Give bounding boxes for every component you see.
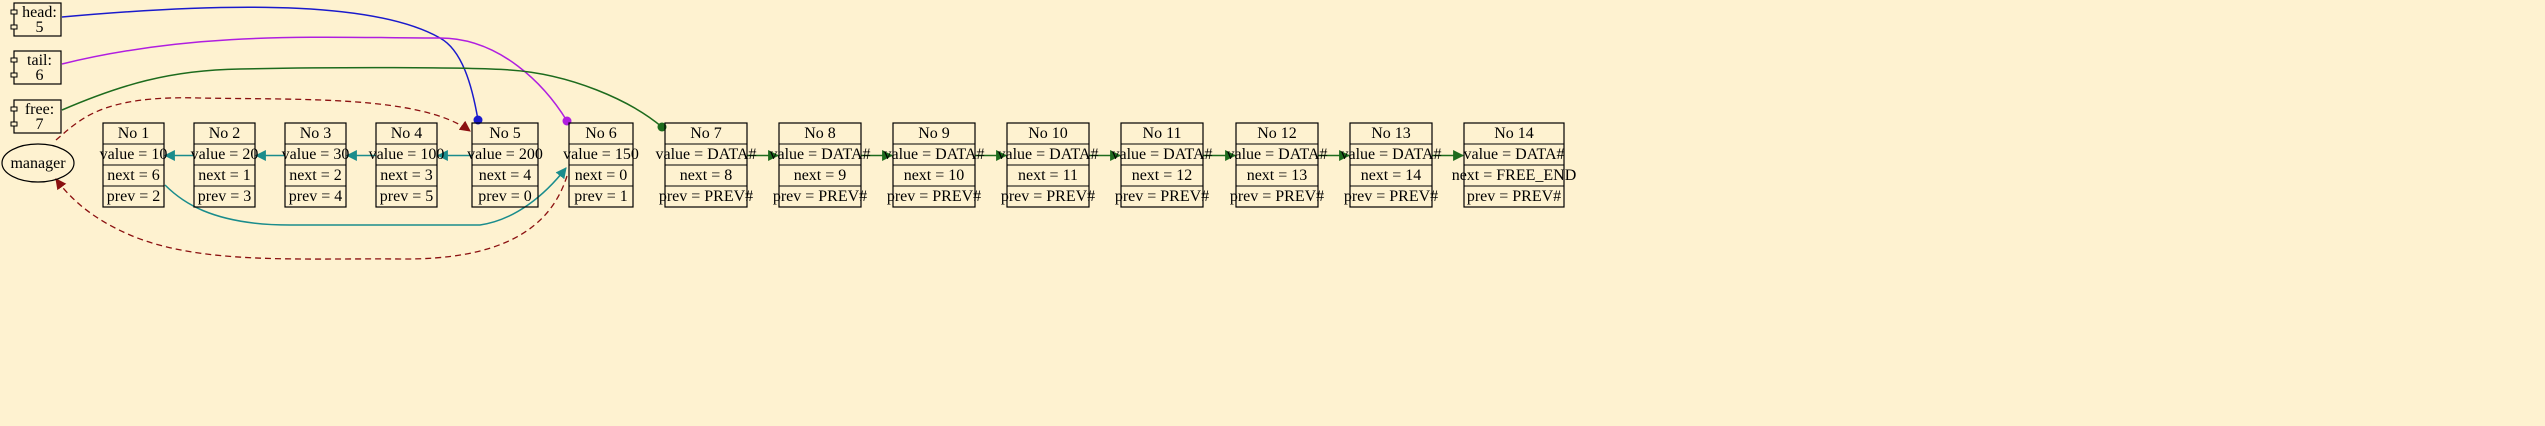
node-title: No 4 bbox=[391, 125, 423, 142]
pointer-value: 7 bbox=[36, 116, 44, 133]
no1-to-no6-edge bbox=[164, 167, 567, 226]
node-prev: prev = 5 bbox=[380, 188, 433, 205]
node-title: No 6 bbox=[585, 125, 617, 142]
node-title: No 12 bbox=[1257, 125, 1297, 142]
node-prev: prev = PREV# bbox=[659, 188, 753, 205]
node-prev: prev = PREV# bbox=[887, 188, 981, 205]
node-next: next = 1 bbox=[198, 167, 251, 184]
node-title: No 2 bbox=[209, 125, 241, 142]
node-next: next = 12 bbox=[1132, 167, 1193, 184]
node-prev: prev = PREV# bbox=[1230, 188, 1324, 205]
node-title: No 9 bbox=[918, 125, 950, 142]
node-value: value = 20 bbox=[191, 146, 259, 163]
node-prev: prev = PREV# bbox=[1115, 188, 1209, 205]
node-prev: prev = 3 bbox=[198, 188, 251, 205]
list-node-5: No 5 value = 200 next = 4 prev = 0 bbox=[467, 122, 543, 208]
node-prev: prev = PREV# bbox=[1001, 188, 1095, 205]
node-title: No 10 bbox=[1028, 125, 1068, 142]
list-node-3: No 3 value = 30 next = 2 prev = 4 bbox=[282, 122, 350, 208]
list-node-7: No 7 value = DATA# next = 8 prev = PREV# bbox=[655, 122, 757, 208]
node-next: next = 4 bbox=[479, 167, 532, 184]
node-title: No 7 bbox=[690, 125, 722, 142]
node-value: value = 200 bbox=[467, 146, 543, 163]
node-value: value = 100 bbox=[369, 146, 445, 163]
list-node-11: No 11 value = DATA# next = 12 prev = PREV# bbox=[1111, 122, 1213, 208]
node-next: next = 2 bbox=[289, 167, 342, 184]
pointer-tail-box: tail:6 bbox=[10, 50, 62, 85]
manager-to-head-edge bbox=[55, 97, 471, 141]
list-node-9: No 9 value = DATA# next = 10 prev = PREV# bbox=[883, 122, 985, 208]
node-next: next = 9 bbox=[794, 167, 847, 184]
node-title: No 3 bbox=[300, 125, 332, 142]
node-title: No 11 bbox=[1143, 125, 1182, 142]
node-value: value = 30 bbox=[282, 146, 350, 163]
node-next: next = 11 bbox=[1018, 167, 1078, 184]
node-value: value = DATA# bbox=[655, 146, 756, 163]
free-link-edge bbox=[61, 66, 663, 128]
node-title: No 14 bbox=[1494, 125, 1534, 142]
node-prev: prev = PREV# bbox=[773, 188, 867, 205]
pointer-value: 6 bbox=[36, 67, 44, 84]
node-value: value = 10 bbox=[100, 146, 168, 163]
node-value: value = DATA# bbox=[1111, 146, 1212, 163]
node-next: next = 6 bbox=[107, 167, 160, 184]
node-value: value = DATA# bbox=[1463, 146, 1564, 163]
node-next: next = 8 bbox=[680, 167, 733, 184]
pointer-label: head: bbox=[22, 4, 57, 21]
tail-link-edge bbox=[61, 36, 568, 122]
free-link-dot bbox=[657, 122, 667, 132]
node-next: next = FREE_END bbox=[1452, 167, 1577, 184]
list-node-8: No 8 value = DATA# next = 9 prev = PREV# bbox=[769, 122, 871, 208]
node-value: value = DATA# bbox=[997, 146, 1098, 163]
pointer-free-box: free:7 bbox=[10, 99, 62, 134]
node-prev: prev = 2 bbox=[107, 188, 160, 205]
manager-node: manager bbox=[1, 143, 75, 183]
tail-link-dot bbox=[562, 116, 572, 126]
node-next: next = 13 bbox=[1247, 167, 1308, 184]
node-prev: prev = 1 bbox=[574, 188, 627, 205]
pointer-label: free: bbox=[25, 101, 54, 118]
node-value: value = DATA# bbox=[883, 146, 984, 163]
node-prev: prev = 0 bbox=[478, 188, 531, 205]
pointer-value: 5 bbox=[36, 19, 44, 36]
node-next: next = 14 bbox=[1361, 167, 1422, 184]
node-prev: prev = PREV# bbox=[1467, 188, 1561, 205]
node-title: No 8 bbox=[804, 125, 836, 142]
pointer-head-box: head:5 bbox=[10, 2, 62, 37]
head-link-dot bbox=[473, 115, 483, 125]
node-title: No 5 bbox=[489, 125, 521, 142]
node-value: value = DATA# bbox=[769, 146, 870, 163]
node-value: value = DATA# bbox=[1340, 146, 1441, 163]
list-node-4: No 4 value = 100 next = 3 prev = 5 bbox=[369, 122, 445, 208]
tail-to-manager-edge bbox=[55, 175, 568, 260]
node-next: next = 0 bbox=[575, 167, 628, 184]
node-next: next = 3 bbox=[380, 167, 433, 184]
node-prev: prev = PREV# bbox=[1344, 188, 1438, 205]
node-value: value = DATA# bbox=[1226, 146, 1327, 163]
node-title: No 1 bbox=[118, 125, 150, 142]
list-node-2: No 2 value = 20 next = 1 prev = 3 bbox=[191, 122, 259, 208]
list-node-12: No 12 value = DATA# next = 13 prev = PREV# bbox=[1226, 122, 1328, 208]
node-next: next = 10 bbox=[904, 167, 965, 184]
list-node-1: No 1 value = 10 next = 6 prev = 2 bbox=[100, 122, 168, 208]
node-prev: prev = 4 bbox=[289, 188, 342, 205]
list-node-10: No 10 value = DATA# next = 11 prev = PREV# bbox=[997, 122, 1099, 208]
list-node-6: No 6 value = 150 next = 0 prev = 1 bbox=[563, 122, 639, 208]
node-value: value = 150 bbox=[563, 146, 639, 163]
node-title: No 13 bbox=[1371, 125, 1411, 142]
pointer-label: tail: bbox=[27, 52, 52, 69]
list-node-13: No 13 value = DATA# next = 14 prev = PREV# bbox=[1340, 122, 1442, 208]
head-link-edge bbox=[61, 6, 479, 121]
manager-label: manager bbox=[10, 155, 66, 172]
